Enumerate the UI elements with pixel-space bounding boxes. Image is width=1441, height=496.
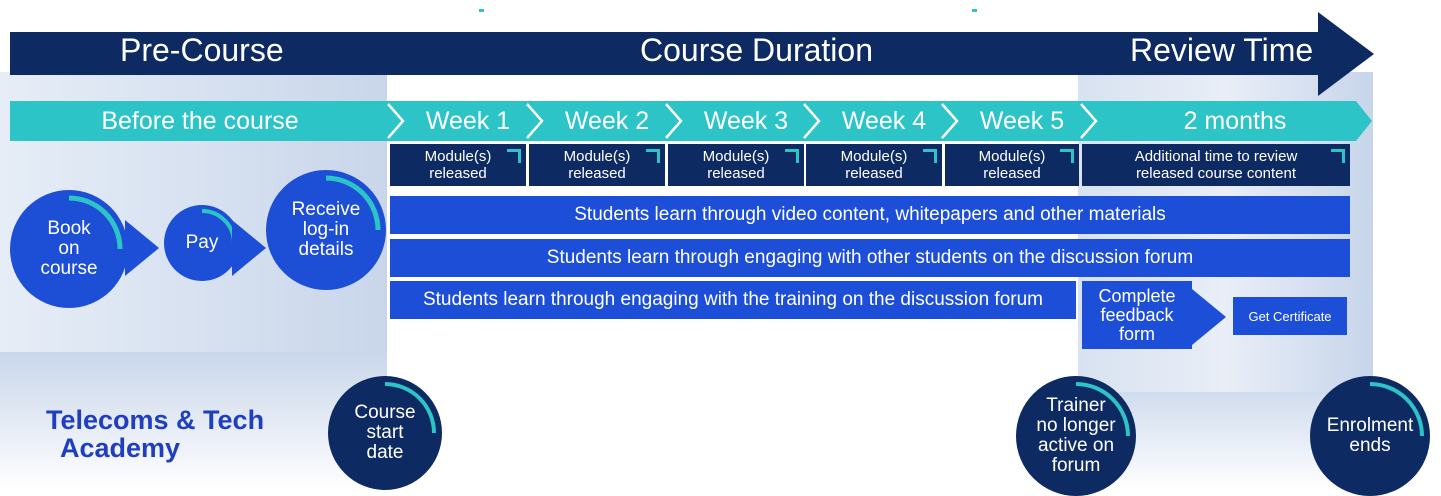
chevron-icon: [387, 103, 405, 139]
chevron-icon: [526, 103, 544, 139]
chevron-icon: [1080, 103, 1098, 139]
milestone-course-start: Course start date: [328, 376, 442, 490]
milestone-text: Enrolment: [1326, 415, 1414, 436]
milestone-text: start: [366, 422, 404, 443]
step-receive-login: Receive log-in details: [266, 170, 386, 290]
step-text: Receive: [291, 199, 361, 220]
module-label: released: [845, 165, 903, 182]
timeline-week-2: Week 2: [564, 107, 650, 135]
corner-mark-icon: [1331, 149, 1345, 163]
phase-pre-course: Pre-Course: [120, 32, 284, 68]
logo-line: Telecoms & Tech: [46, 405, 265, 435]
bar-trainer-forum: Students learn through engaging with the…: [390, 281, 1076, 319]
tick-mark-1: [479, 9, 484, 12]
step-text: course: [40, 258, 98, 279]
step-text: details: [298, 239, 354, 260]
module-box-week-2: Module(s)released: [529, 144, 665, 186]
corner-mark-icon: [646, 149, 660, 163]
module-label: released: [429, 165, 487, 182]
timeline-week-5: Week 5: [979, 107, 1065, 135]
timeline-band: [10, 101, 1372, 141]
logo-line: Academy: [60, 433, 181, 463]
progress-arc-icon: [1369, 382, 1424, 437]
milestone-text: active on: [1037, 435, 1115, 456]
module-label: released: [707, 165, 765, 182]
phase-arrow-shape: [10, 12, 1374, 96]
step-text: Book: [47, 218, 91, 239]
timeline-band-shape: [10, 101, 1372, 141]
corner-mark-icon: [507, 149, 521, 163]
step-book-on-course: Book on course: [10, 190, 128, 308]
module-box-week-5: Module(s)released: [945, 144, 1079, 186]
timeline-review: 2 months: [1183, 107, 1287, 135]
timeline-before: Before the course: [101, 107, 299, 135]
phase-course-duration: Course Duration: [640, 32, 873, 68]
academy-logo: Telecoms & Tech Academy: [46, 406, 264, 462]
module-label: released: [568, 165, 626, 182]
precourse-shade-fade: [0, 352, 387, 491]
module-label: Module(s): [978, 148, 1046, 165]
bar-students-forum: Students learn through engaging with oth…: [390, 239, 1350, 277]
bar-video-content: Students learn through video content, wh…: [390, 196, 1350, 234]
module-review-label: released course content: [1135, 165, 1297, 182]
timeline-week-3: Week 3: [703, 107, 789, 135]
module-label: released: [983, 165, 1041, 182]
milestone-text: date: [366, 442, 404, 463]
phase-arrow: [10, 9, 1374, 96]
corner-mark-icon: [923, 149, 937, 163]
progress-arc-icon: [1075, 382, 1130, 437]
progress-arc-icon: [384, 382, 436, 434]
timeline-week-4: Week 4: [841, 107, 927, 135]
module-box-week-1: Module(s)released: [390, 144, 526, 186]
step-get-certificate: Get Certificate: [1233, 297, 1347, 335]
feedback-line: feedback: [1100, 304, 1174, 325]
progress-arc-icon: [325, 175, 381, 231]
feedback-line: form: [1118, 323, 1155, 344]
tick-mark-2: [972, 9, 977, 12]
progress-arc-icon: [68, 195, 123, 250]
chevron-icon: [665, 103, 683, 139]
chevron-icon: [941, 103, 959, 139]
timeline-week-1: Week 1: [425, 107, 511, 135]
module-box-week-4: Module(s)released: [806, 144, 942, 186]
milestone-enrolment-ends: Enrolment ends: [1310, 376, 1430, 496]
arrow-right-icon: [125, 220, 159, 276]
step-text: log-in: [302, 219, 350, 240]
module-review-label: Additional time to review: [1134, 148, 1298, 165]
step-pay: Pay: [164, 205, 240, 281]
milestone-trainer-inactive: Trainer no longer active on forum: [1016, 376, 1136, 496]
milestone-text: ends: [1349, 435, 1391, 456]
milestone-text: no longer: [1036, 415, 1116, 436]
module-label: Module(s): [702, 148, 770, 165]
phase-review-time: Review Time: [1130, 32, 1314, 68]
milestone-text: forum: [1051, 455, 1101, 476]
step-text: Pay: [185, 232, 219, 253]
step-feedback-form: Complete feedback form: [1082, 281, 1192, 349]
chevron-icon: [803, 103, 821, 139]
module-label: Module(s): [563, 148, 631, 165]
corner-mark-icon: [785, 149, 799, 163]
module-label: Module(s): [424, 148, 492, 165]
feedback-line: Complete: [1098, 285, 1176, 306]
corner-mark-icon: [1060, 149, 1074, 163]
module-box-week-3: Module(s)released: [668, 144, 804, 186]
milestone-text: Trainer: [1046, 395, 1106, 416]
milestone-text: Course: [354, 402, 416, 423]
arrow-right-icon: [232, 220, 266, 276]
step-text: on: [58, 238, 80, 259]
arrow-right-icon: [1192, 289, 1226, 345]
module-label: Module(s): [840, 148, 908, 165]
